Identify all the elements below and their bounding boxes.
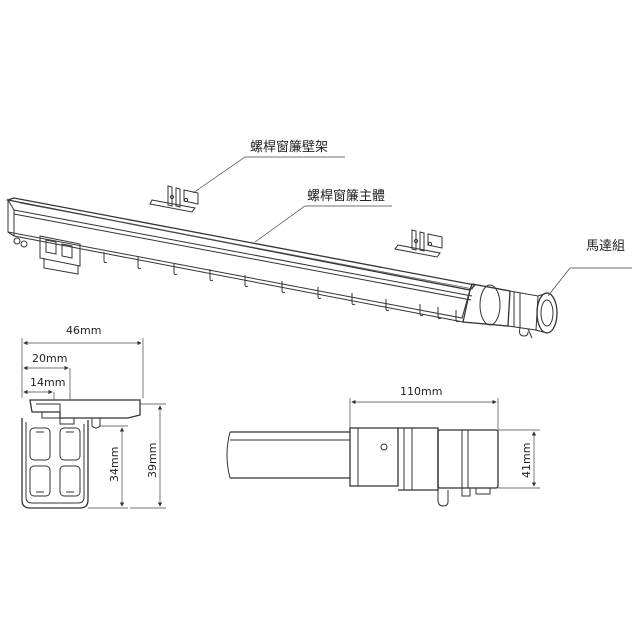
dim-width-20: 20mm xyxy=(32,352,67,365)
dim-width-14: 14mm xyxy=(30,376,65,389)
curtain-rail-isometric xyxy=(5,197,558,339)
label-rail-body: 螺桿窗簾主體 xyxy=(307,188,385,204)
dim-width-46: 46mm xyxy=(66,324,101,337)
dim-height-39: 39mm xyxy=(146,443,159,478)
rail-hooks xyxy=(103,252,460,323)
rail-cross-section: 46mm 20mm 14mm 34mm 39mm xyxy=(21,324,166,509)
dim-length-110: 110mm xyxy=(400,385,442,398)
motor-unit-isometric xyxy=(462,283,558,339)
label-motor-unit: 馬達組 xyxy=(586,239,625,254)
wall-bracket-1 xyxy=(149,185,199,213)
label-wall-bracket: 螺桿窗簾壁架 xyxy=(250,139,328,155)
dim-height-41: 41mm xyxy=(520,443,533,478)
dim-height-34: 34mm xyxy=(108,447,121,482)
wall-bracket-2 xyxy=(394,229,443,258)
motor-side-view: 110mm 41mm xyxy=(226,385,540,507)
